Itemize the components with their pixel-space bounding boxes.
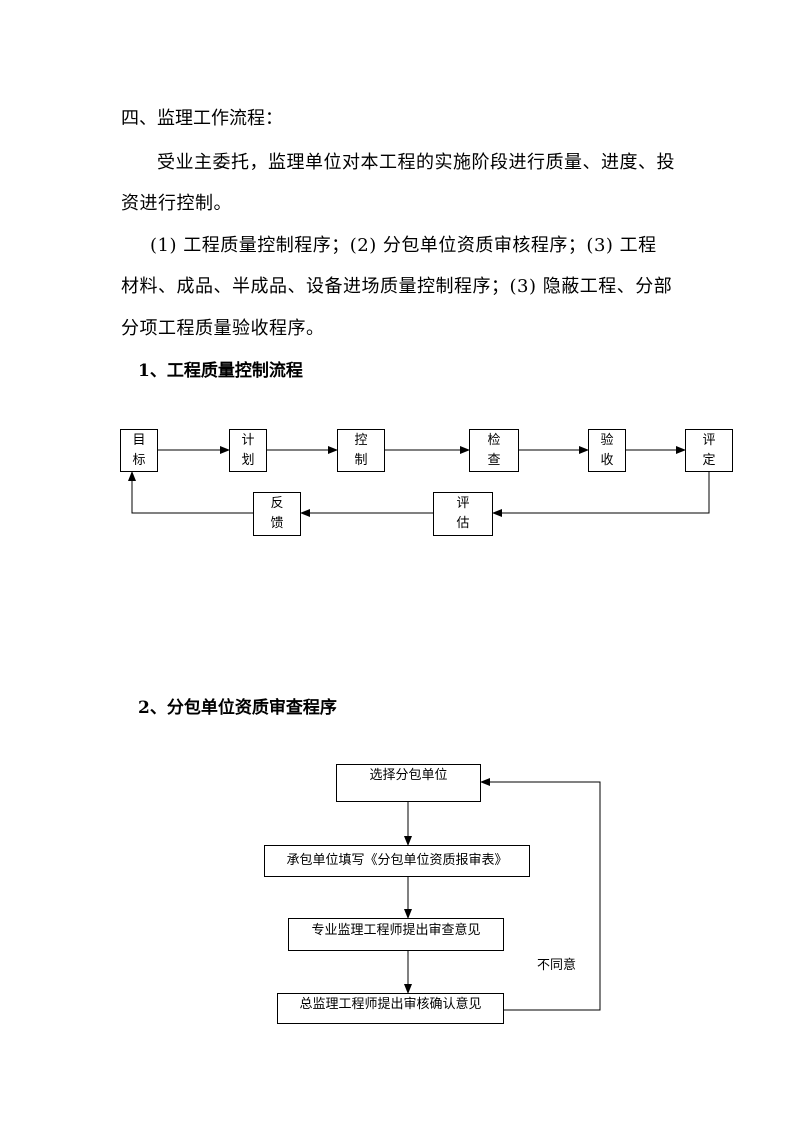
paragraph-2-line-1: (1) 工程质量控制程序；(2) 分包单位资质审核程序；(3) 工程 xyxy=(150,235,657,256)
paragraph-1-line-1: 受业主委托，监理单位对本工程的实施阶段进行质量、进度、投 xyxy=(157,152,675,173)
flow1-title: 1、工程质量控制流程 xyxy=(138,361,303,381)
node-evaluate: 评 定 xyxy=(685,429,733,472)
step-specialist-review: 专业监理工程师提出审查意见 xyxy=(288,918,504,951)
section-title: 四、监理工作流程： xyxy=(121,108,283,129)
node-accept: 验 收 xyxy=(588,429,626,472)
node-target: 目 标 xyxy=(120,429,158,472)
arrow-evaluate-assess xyxy=(492,471,710,517)
return-label: 不同意 xyxy=(537,958,577,973)
arrow-feedback-target xyxy=(128,471,253,514)
step-select-subcontractor: 选择分包单位 xyxy=(336,764,481,802)
step-chief-confirm: 总监理工程师提出审核确认意见 xyxy=(277,993,504,1024)
arrow-return-step1 xyxy=(480,778,601,1011)
node-inspect: 检 查 xyxy=(469,429,519,472)
paragraph-1-line-2: 资进行控制。 xyxy=(121,193,232,214)
step-fill-form: 承包单位填写《分包单位资质报审表》 xyxy=(264,845,530,877)
node-plan: 计 划 xyxy=(229,429,267,472)
paragraph-2-line-2: 材料、成品、半成品、设备进场质量控制程序；(3) 隐蔽工程、分部 xyxy=(121,276,673,297)
node-control: 控 制 xyxy=(337,429,385,472)
paragraph-2-line-3: 分项工程质量验收程序。 xyxy=(121,318,325,339)
flow2-title: 2、分包单位资质审查程序 xyxy=(138,698,337,718)
node-assess: 评 估 xyxy=(433,492,493,536)
node-feedback: 反 馈 xyxy=(253,492,301,536)
